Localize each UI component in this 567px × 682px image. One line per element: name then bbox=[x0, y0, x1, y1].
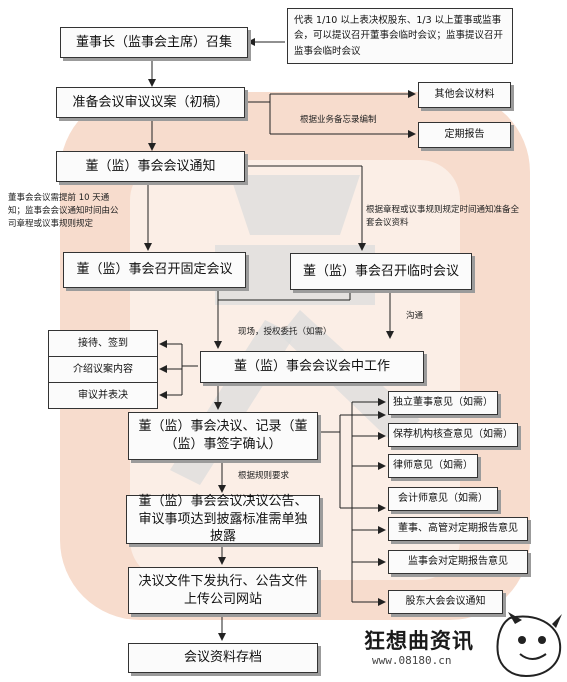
node-temp-meeting-text: 董（监）事会召开临时会议 bbox=[302, 263, 459, 279]
node-review-vote: 审议并表决 bbox=[48, 382, 158, 409]
node-midwork-text: 董（监）事会会议会中工作 bbox=[233, 359, 390, 375]
label-by-business: 根据业务备忘录编制 bbox=[300, 115, 377, 125]
node-convene-text: 董事长（监事会主席）召集 bbox=[75, 34, 232, 50]
label-communicate: 沟通 bbox=[406, 311, 424, 321]
node-midwork: 董（监）事会会议会中工作 bbox=[200, 351, 424, 383]
node-op-shareholders-notice: 股东大会会议通知 bbox=[388, 590, 503, 614]
node-archive-text: 会议资料存档 bbox=[183, 650, 262, 666]
node-op-accountant: 会计师意见（如需） bbox=[388, 487, 498, 511]
node-intro-text: 介绍议案内容 bbox=[73, 363, 133, 375]
node-periodic-report: 定期报告 bbox=[418, 122, 511, 148]
node-resolution: 董（监）事会决议、记录（董（监）事签字确认） bbox=[128, 412, 318, 460]
op7-text: 股东大会会议通知 bbox=[405, 596, 486, 608]
node-review-vote-text: 审议并表决 bbox=[78, 389, 128, 401]
node-periodic-report-text: 定期报告 bbox=[444, 129, 485, 141]
node-temp-meeting: 董（监）事会召开临时会议 bbox=[290, 253, 472, 290]
node-op-sponsor: 保荐机构核查意见（如需） bbox=[388, 423, 518, 447]
note-top-text: 代表 1/10 以上表决权股东、1/3 以上董事或监事会，可以提议召开董事会临时… bbox=[294, 15, 504, 57]
brand-mascot-logo bbox=[496, 612, 562, 678]
node-archive: 会议资料存档 bbox=[128, 643, 318, 673]
op1-text: 独立董事意见（如需） bbox=[393, 397, 493, 409]
node-prepare: 准备会议审议议案（初稿） bbox=[56, 87, 245, 118]
node-announcement: 董（监）事会会议决议公告、审议事项达到披露标准需单独披露 bbox=[126, 494, 320, 545]
node-op-independent-director: 独立董事意见（如需） bbox=[388, 391, 498, 415]
node-intro: 介绍议案内容 bbox=[48, 356, 158, 383]
label-onsite: 现场，授权委托（如需） bbox=[238, 327, 332, 337]
node-reception: 接待、签到 bbox=[48, 330, 158, 357]
node-other-materials-text: 其他会议材料 bbox=[434, 89, 495, 101]
node-notice: 董（监）事会会议通知 bbox=[56, 151, 245, 182]
node-prepare-text: 准备会议审议议案（初稿） bbox=[72, 94, 229, 110]
brand-logo-url: www.08180.cn bbox=[372, 654, 452, 667]
node-notice-text: 董（监）事会会议通知 bbox=[85, 158, 216, 174]
node-convene: 董事长（监事会主席）召集 bbox=[60, 27, 248, 58]
label-notice-right: 根据章程或议事规则规定时间通知准备全套会议资料 bbox=[366, 205, 520, 229]
op6-text: 监事会对定期报告意见 bbox=[408, 556, 508, 568]
node-resolution-text: 董（监）事会决议、记录（董（监）事签字确认） bbox=[138, 419, 308, 452]
brand-logo-text: 狂想曲资讯 bbox=[364, 628, 474, 653]
node-distribute-text: 决议文件下发执行、公告文件上传公司网站 bbox=[138, 573, 308, 607]
label-notice-left: 董事会会议需提前 10 天通知；监事会会议通知时间由公司章程或议事规则规定 bbox=[8, 193, 119, 230]
op3-text: 律师意见（如需） bbox=[393, 460, 473, 472]
label-by-rules: 根据规则要求 bbox=[238, 471, 290, 481]
node-reception-text: 接待、签到 bbox=[78, 337, 128, 349]
node-op-lawyer: 律师意见（如需） bbox=[388, 454, 478, 478]
node-other-materials: 其他会议材料 bbox=[418, 82, 511, 108]
op2-text: 保荐机构核查意见（如需） bbox=[393, 429, 513, 441]
op4-text: 会计师意见（如需） bbox=[398, 493, 488, 505]
node-fixed-meeting: 董（监）事会召开固定会议 bbox=[63, 252, 246, 288]
node-fixed-meeting-text: 董（监）事会召开固定会议 bbox=[76, 262, 233, 278]
node-note-top: 代表 1/10 以上表决权股东、1/3 以上董事或监事会，可以提议召开董事会临时… bbox=[287, 8, 513, 64]
op5-text: 董事、高管对定期报告意见 bbox=[398, 523, 518, 535]
node-distribute: 决议文件下发执行、公告文件上传公司网站 bbox=[128, 567, 318, 614]
node-op-supervisors-report: 监事会对定期报告意见 bbox=[388, 550, 528, 574]
node-op-directors-report: 董事、高管对定期报告意见 bbox=[388, 517, 528, 541]
node-announcement-text: 董（监）事会会议决议公告、审议事项达到披露标准需单独披露 bbox=[138, 494, 308, 545]
